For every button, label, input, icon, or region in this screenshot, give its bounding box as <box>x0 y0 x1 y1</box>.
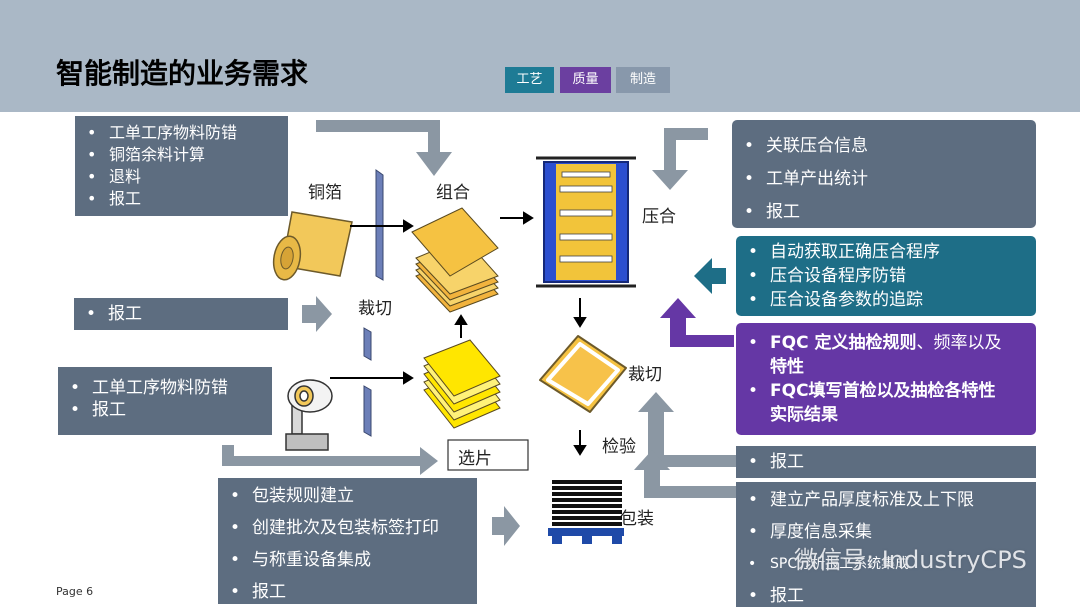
list-item: 报工 <box>58 399 272 421</box>
arrow-to-package <box>492 506 520 546</box>
arrow-report-to-cut <box>638 392 736 467</box>
list-item: 退料 <box>75 166 288 188</box>
label-cut-2: 裁切 <box>628 365 662 385</box>
box-right-top: 关联压合信息 工单产出统计 报工 <box>732 120 1036 229</box>
list-item: 创建批次及包装标签打印 <box>218 512 477 544</box>
blade-mid <box>363 327 372 361</box>
box-right-bottom: 建立产品厚度标准及上下限 厚度信息采集 SPC分析报工系统集成 报工 <box>736 482 1036 612</box>
label-copper: 铜箔 <box>308 183 342 203</box>
cut-panel-icon <box>539 335 627 413</box>
page-number: Page 6 <box>56 585 94 598</box>
list-item: 工单工序物料防错 <box>75 122 288 144</box>
frequency-text: 、频率以及 <box>916 333 1002 353</box>
sampling-rule-text: 抽检规则 <box>848 333 917 353</box>
fqc-text: FQC 定义 <box>770 333 849 353</box>
list-item: 建立产品厚度标准及上下限 <box>736 484 1036 516</box>
label-package: 包装 <box>620 509 654 529</box>
list-item: 铜箔余料计算 <box>75 144 288 166</box>
select-box <box>447 439 529 471</box>
package-pallet-icon <box>548 480 624 544</box>
arrow-to-combine <box>316 120 452 176</box>
list-item: SPC分析报工系统集成 <box>736 548 1036 580</box>
spool-machine-icon <box>285 379 333 451</box>
list-item: 与称重设备集成 <box>218 544 477 576</box>
tab-manufacturing[interactable]: 制造 <box>616 67 670 93</box>
list-item: 厚度信息采集 <box>736 516 1036 548</box>
list-item: 包装规则建立 <box>218 480 477 512</box>
label-combine: 组合 <box>436 183 470 203</box>
arrow-to-inspect <box>634 450 736 498</box>
box-top-left: 工单工序物料防错 铜箔余料计算 退料 报工 <box>75 116 288 216</box>
list-item: 报工 <box>75 188 288 210</box>
list-item: 压合设备程序防错 <box>736 264 1036 288</box>
characteristic-text-2: 特性 <box>961 381 996 401</box>
box-right-report: 报工 <box>736 446 1036 478</box>
list-item: 报工 <box>218 576 477 608</box>
list-item: 压合设备参数的追踪 <box>736 288 1036 312</box>
list-item: 报工 <box>736 580 1036 612</box>
label-press: 压合 <box>642 207 676 227</box>
copper-foil-icon <box>272 211 353 281</box>
list-item: 关联压合信息 <box>732 130 1036 163</box>
fqc-record-text: FQC填写首检以及抽检各 <box>770 381 962 401</box>
list-item: 自动获取正确压合程序 <box>736 240 1036 264</box>
list-item: 工单产出统计 <box>732 163 1036 196</box>
list-item: 报工 <box>736 446 1036 478</box>
list-item: 报工 <box>74 298 288 330</box>
arrow-to-press <box>652 128 708 190</box>
actual-result-text: 实际结果 <box>770 405 838 425</box>
box-mid-left: 报工 <box>74 298 288 330</box>
box-bottom-left: 工单工序物料防错 报工 <box>58 367 272 435</box>
arrow-purple <box>660 298 734 347</box>
blade-lower <box>363 385 372 437</box>
characteristic-text: 特性 <box>770 357 804 377</box>
watermark-text: 微信号: IndustryCPS <box>794 546 1027 574</box>
label-cut-1: 裁切 <box>358 299 392 319</box>
page-title: 智能制造的业务需求 <box>56 57 309 90</box>
arrow-teal <box>694 258 726 294</box>
press-machine-icon <box>536 156 636 288</box>
arrow-to-select <box>222 445 438 475</box>
label-select: 选片 <box>458 449 492 469</box>
combine-stack-icon <box>411 207 499 313</box>
box-right-teal: 自动获取正确压合程序 压合设备程序防错 压合设备参数的追踪 <box>736 236 1036 316</box>
header-band <box>0 0 1080 112</box>
select-stack-icon <box>423 339 501 429</box>
list-item: 报工 <box>732 196 1036 229</box>
box-bottom-center: 包装规则建立 创建批次及包装标签打印 与称重设备集成 报工 <box>218 478 477 608</box>
tab-process[interactable]: 工艺 <box>505 67 554 93</box>
label-inspect: 检验 <box>602 437 636 457</box>
list-item: 工单工序物料防错 <box>58 377 272 399</box>
tab-quality[interactable]: 质量 <box>560 67 611 93</box>
arrow-report-right <box>302 296 332 332</box>
